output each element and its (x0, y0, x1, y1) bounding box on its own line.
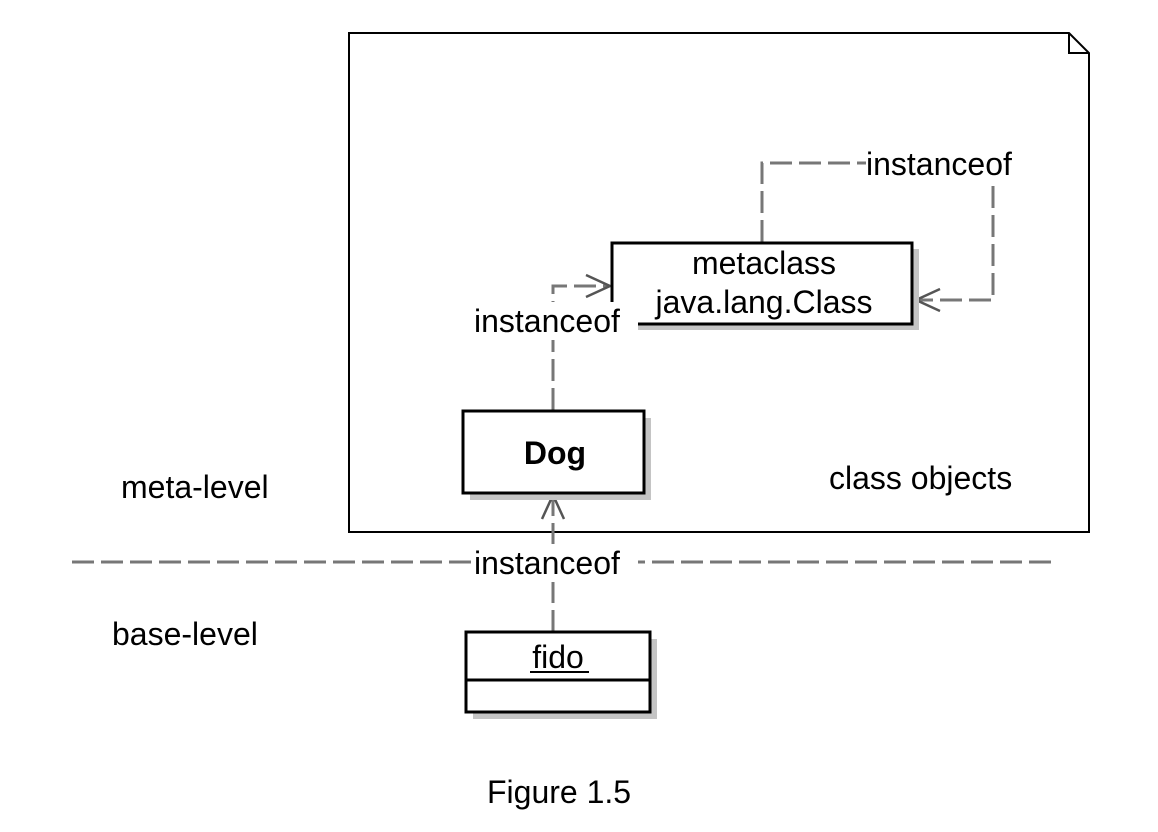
fido-object-node: fido (464, 630, 657, 719)
fido-instanceof-label: instanceof (474, 545, 620, 581)
metaclass-self-instanceof-label: instanceof (866, 146, 1012, 182)
dog-to-metaclass-arrowhead (585, 273, 614, 299)
metaclass-name: java.lang.Class (655, 284, 873, 320)
metaclass-node: metaclass java.lang.Class (610, 241, 919, 330)
metaclass-stereotype: metaclass (692, 245, 836, 281)
fido-object-name: fido (532, 639, 584, 675)
dog-instanceof-label: instanceof (474, 303, 620, 339)
dog-class-name: Dog (524, 435, 586, 471)
class-objects-label: class objects (829, 460, 1012, 496)
figure-caption: Figure 1.5 (487, 774, 631, 810)
base-level-label: base-level (112, 616, 258, 652)
meta-level-label: meta-level (121, 469, 269, 505)
dog-class-node: Dog (461, 409, 651, 500)
dog-to-metaclass-connector (551, 284, 608, 410)
